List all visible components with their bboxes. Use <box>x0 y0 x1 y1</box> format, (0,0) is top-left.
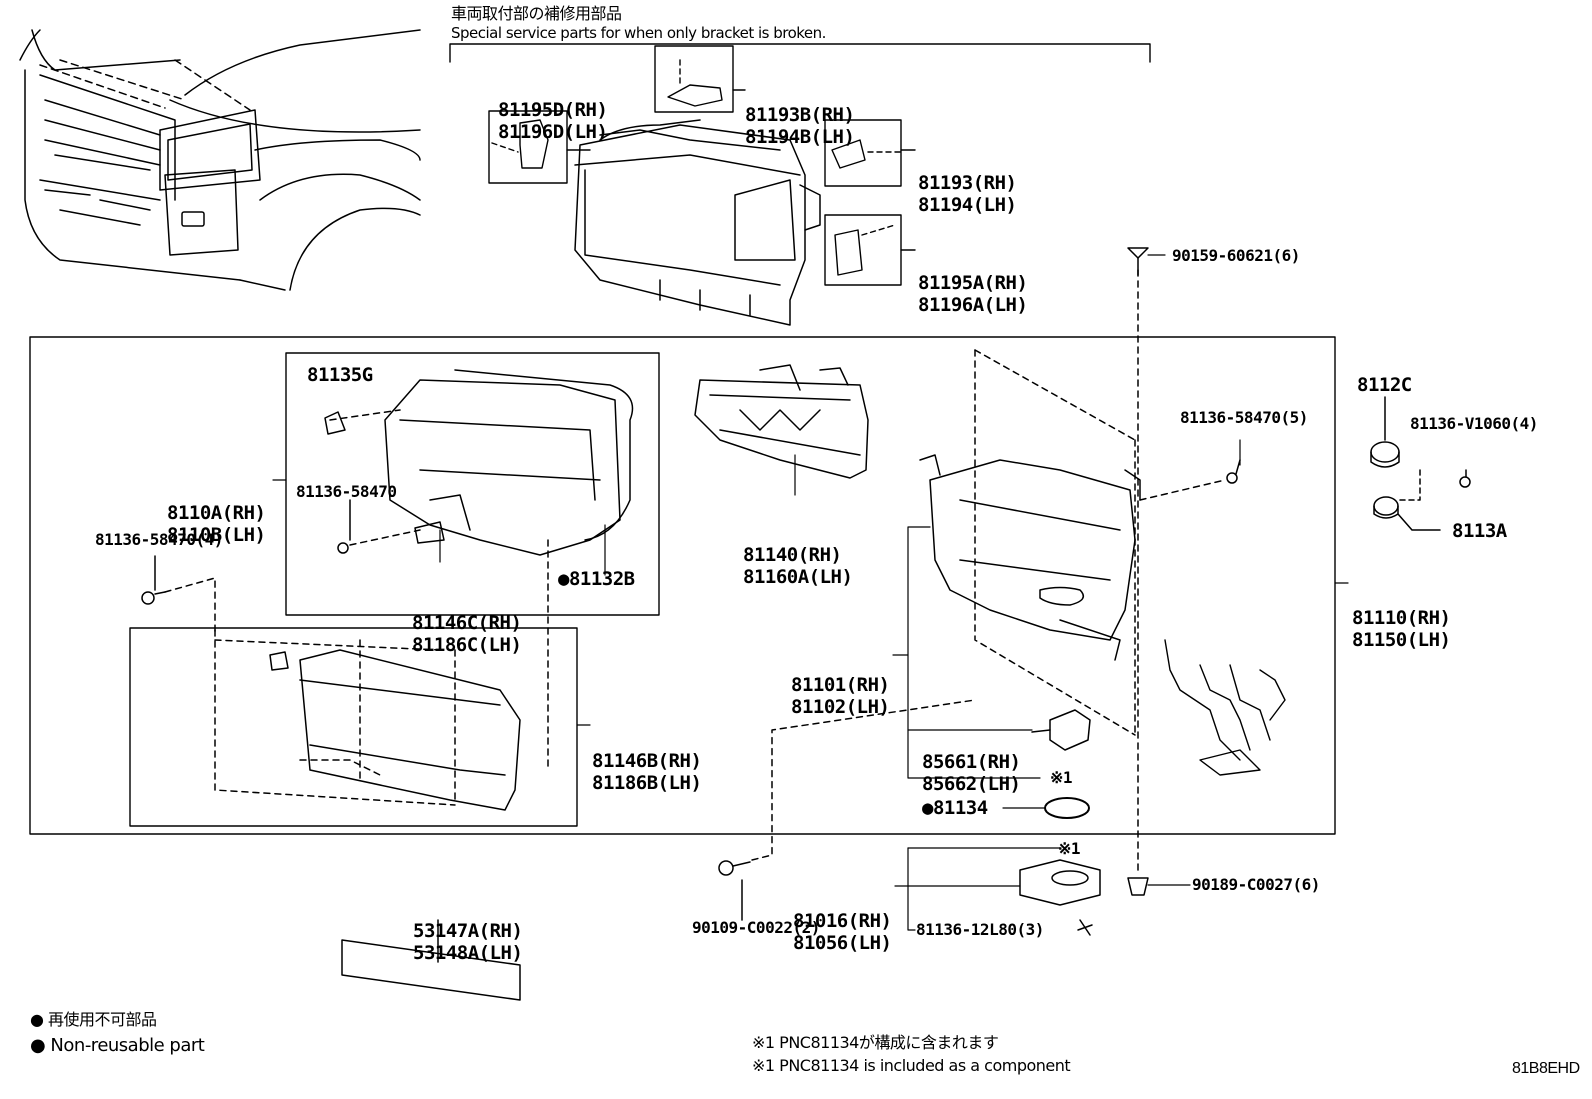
footnote-jp: ※1 PNC81134が構成に含まれます <box>752 1033 999 1052</box>
label-81146B: 81146B(RH)81186B(LH) <box>592 750 702 794</box>
label-81136-58470: 81136-58470 <box>296 482 397 501</box>
legend-jp: ● 再使用不可部品 <box>30 1010 157 1029</box>
label-81135G: 81135G <box>307 364 373 386</box>
label-81136-12L80: 81136-12L80(3) <box>916 920 1044 939</box>
lamp-unit-illustration <box>324 369 634 771</box>
drawing-code: 81B8EHD <box>1512 1060 1580 1077</box>
label-85661: 85661(RH)85662(LH) <box>922 751 1021 795</box>
label-81193B: 81193B(RH)81194B(LH) <box>745 104 855 148</box>
label-note1-b: ※1 <box>1058 839 1081 858</box>
vehicle-illustration <box>19 29 421 291</box>
label-81136-58470-4: 81136-58470(4) <box>95 530 223 549</box>
label-90109: 90109-C0022(2) <box>692 918 820 937</box>
label-81136-58470-5: 81136-58470(5) <box>1180 408 1308 427</box>
label-8110A: 8110A(RH)8110B(LH) <box>167 502 266 546</box>
connector-illustration <box>1031 709 1091 751</box>
screw-81136-58470-4 <box>141 555 216 636</box>
label-81140: 81140(RH)81160A(LH) <box>743 544 853 588</box>
housing-illustration <box>919 269 1226 871</box>
garnish-strip-illustration <box>341 919 521 1001</box>
bracket-inset-boxes <box>488 45 916 286</box>
label-81134: ●81134 <box>922 797 988 819</box>
leader-lines <box>272 254 1349 931</box>
screw-81136-v1060 <box>1399 469 1471 501</box>
wire-harness-illustration <box>1164 639 1286 776</box>
screw-81136-58470 <box>337 499 351 554</box>
screw-90109-c0022 <box>718 699 976 921</box>
bezel-subassembly-box <box>129 627 578 827</box>
label-81136-V1060: 81136-V1060(4) <box>1410 414 1538 433</box>
lamp-subassembly-box <box>285 352 660 616</box>
screw-90159-60621 <box>1127 247 1149 276</box>
label-53147A: 53147A(RH)53148A(LH) <box>413 920 523 964</box>
label-81193: 81193(RH)81194(LH) <box>918 172 1017 216</box>
label-81195A: 81195A(RH)81196A(LH) <box>918 272 1028 316</box>
module-illustration <box>1019 859 1101 936</box>
header-bracket <box>449 43 1151 63</box>
label-81132B: ●81132B <box>558 568 635 590</box>
legend-en: ● Non-reusable part <box>30 1035 205 1056</box>
label-81195D: 81195D(RH)81196D(LH) <box>498 99 608 143</box>
socket-8112c <box>1370 396 1400 468</box>
label-note1-a: ※1 <box>1050 768 1073 787</box>
bezel-illustration <box>214 629 521 811</box>
header-en: Special service parts for when only brac… <box>451 24 826 42</box>
label-90159: 90159-60621(6) <box>1172 246 1300 265</box>
label-90189: 90189-C0027(6) <box>1192 875 1320 894</box>
main-assembly-frame <box>29 336 1336 835</box>
label-81146C: 81146C(RH)81186C(LH) <box>412 612 522 656</box>
label-8112C: 8112C <box>1357 374 1412 396</box>
seal-ring-81134 <box>1044 797 1090 819</box>
screw-90189-c0027 <box>1127 877 1149 896</box>
header-jp: 車両取付部の補修用部品 <box>451 4 622 23</box>
label-81101: 81101(RH)81102(LH) <box>791 674 890 718</box>
headlamp-top-illustration <box>574 119 821 326</box>
label-81016: 81016(RH)81056(LH) <box>793 910 892 954</box>
projector-illustration <box>694 364 869 479</box>
footnote-en: ※1 PNC81134 is included as a component <box>752 1056 1071 1075</box>
screw-81136-58470-5 <box>1226 459 1241 484</box>
socket-8113a <box>1373 496 1441 531</box>
label-81110: 81110(RH)81150(LH) <box>1352 607 1451 651</box>
label-8113A: 8113A <box>1452 520 1507 542</box>
